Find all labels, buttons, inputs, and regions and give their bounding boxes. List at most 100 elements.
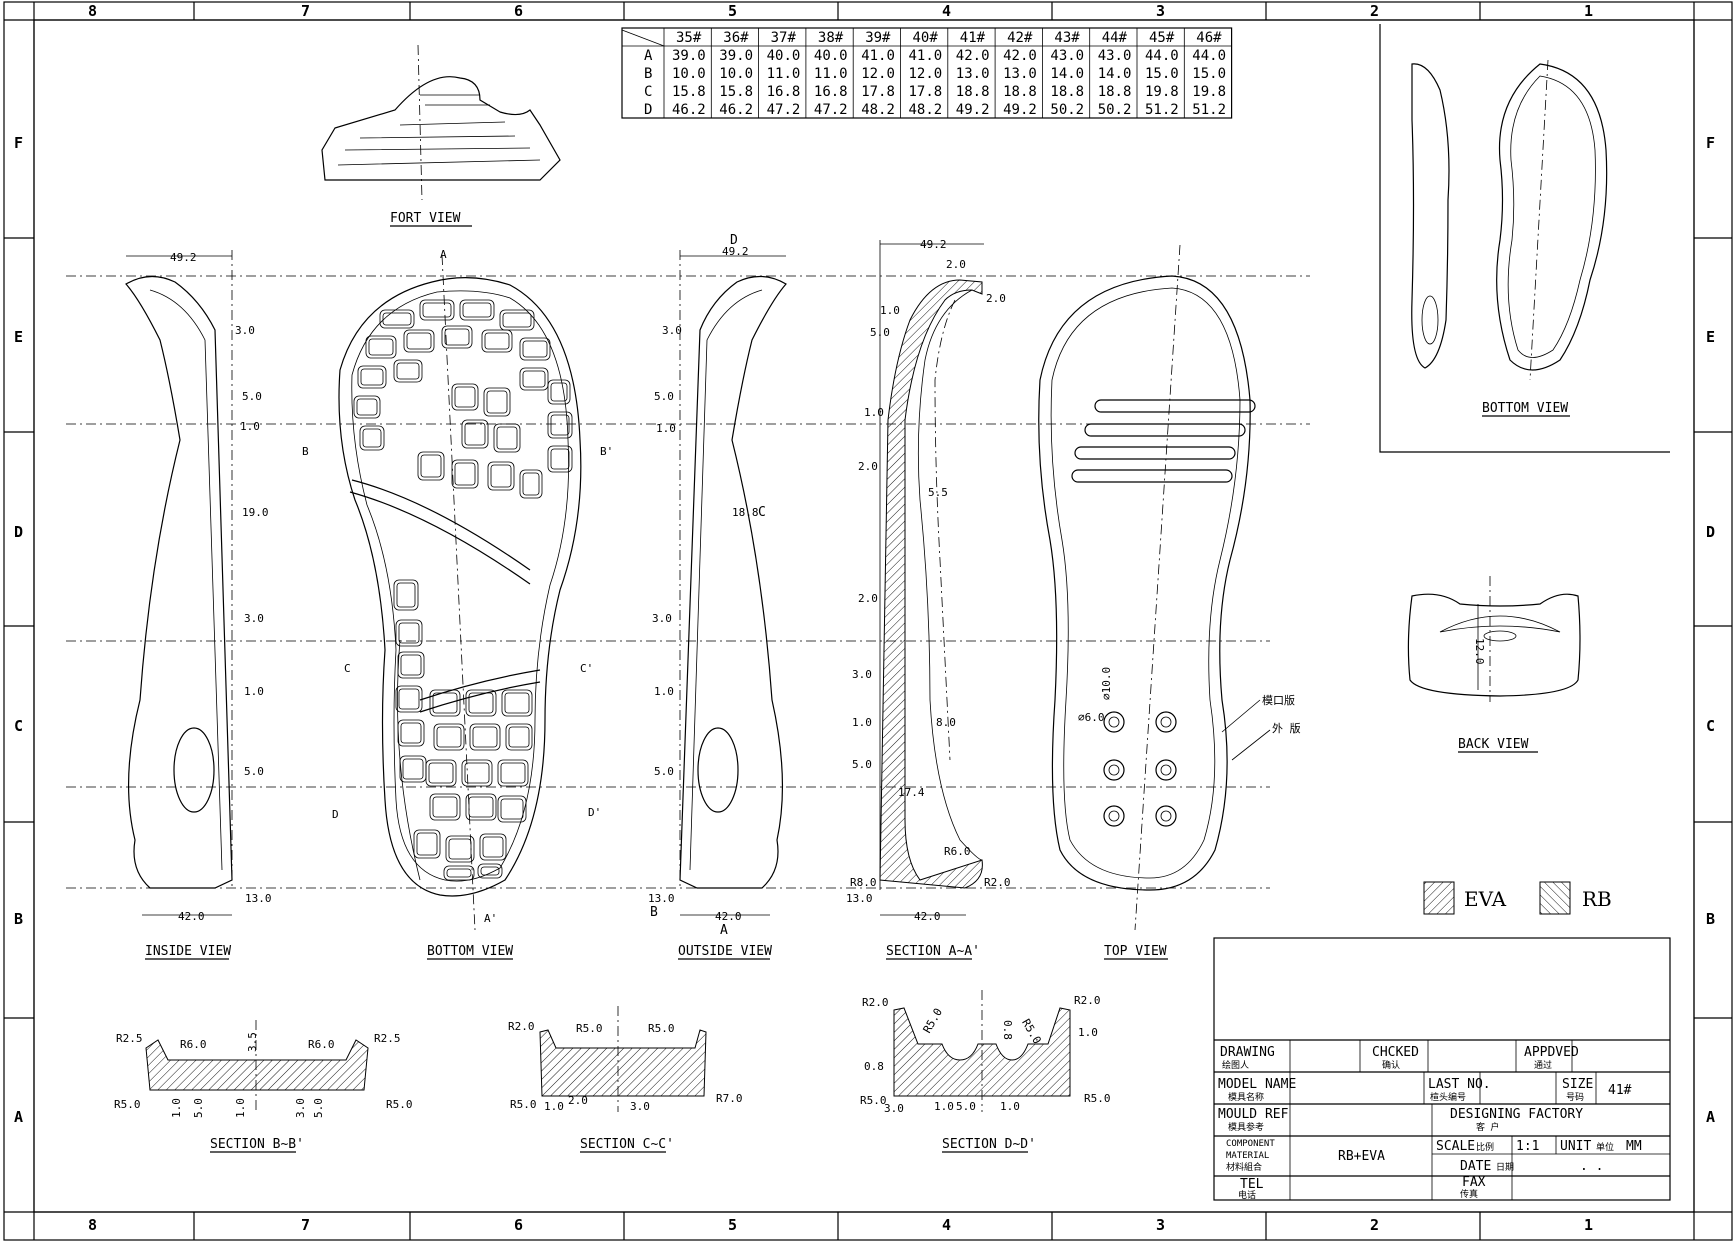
size-header: 45# [1149, 30, 1175, 46]
bottom-view-label: BOTTOM VIEW [427, 944, 513, 959]
zone-left-D: D [14, 523, 23, 541]
section-aa-top-dim: 49.2 [920, 238, 947, 251]
size-cell: 40.0 [767, 48, 801, 64]
size-cell: 41.0 [861, 48, 895, 64]
tb-date-cn: 日期 [1496, 1162, 1514, 1173]
size-cell: 46.2 [672, 102, 706, 118]
size-cell: 41.0 [909, 48, 943, 64]
size-cell: 10.0 [719, 66, 753, 82]
zone-bottom-3: 3 [1156, 1216, 1165, 1234]
size-header: 42# [1007, 30, 1033, 46]
size-cell: 39.0 [672, 48, 706, 64]
size-cell: 19.8 [1192, 84, 1226, 100]
size-cell: 47.2 [767, 102, 801, 118]
outside-top-dim: 49.2 [722, 245, 749, 258]
tread-pattern [349, 299, 573, 881]
size-cell: 10.0 [672, 66, 706, 82]
size-cell: 39.0 [719, 48, 753, 64]
sec-c-dim-8: R7.0 [716, 1092, 743, 1105]
hole [1103, 805, 1125, 827]
size-cell: 40.0 [814, 48, 848, 64]
tb-date-value: . . [1580, 1159, 1603, 1174]
zone-top-1: 1 [1584, 2, 1593, 20]
size-cell: 15.8 [719, 84, 753, 100]
hole-dia2-label: ⌀10.0 [1100, 667, 1113, 700]
sec-aa-dim-14: R6.0 [944, 845, 971, 858]
size-cell: 48.2 [861, 102, 895, 118]
hole [1155, 711, 1177, 733]
sec-d-dim-11: 5.0 [956, 1100, 976, 1113]
marker-A-prime: A' [484, 912, 497, 925]
section-aa-heel-dim: 13.0 [846, 892, 873, 905]
size-cell: 50.2 [1050, 102, 1084, 118]
zone-bottom-6: 6 [514, 1216, 523, 1234]
zone-labels: 8 7 6 5 4 3 2 1 8 7 6 5 4 3 2 1 F E D C … [14, 2, 1715, 1234]
tb-drawing: DRAWING [1220, 1045, 1275, 1060]
row-label: B [644, 66, 652, 82]
sec-aa-dim-13: 17.4 [898, 786, 925, 799]
size-cell: 44.0 [1192, 48, 1226, 64]
sec-c-dim-6: 2.0 [568, 1094, 588, 1107]
row-label: A [644, 48, 653, 64]
top-view: ⌀6.0 ⌀10.0 模口版 外 版 TOP VIEW [1038, 244, 1301, 960]
sec-b-dim-10: 3.0 [294, 1098, 307, 1118]
sec-aa-dim-3: 1.0 [880, 304, 900, 317]
sec-b-dim-7: 1.0 [170, 1098, 183, 1118]
hole [1103, 711, 1125, 733]
tb-unit-value: MM [1626, 1139, 1642, 1154]
size-header: 38# [818, 30, 844, 46]
size-cell: 48.2 [909, 102, 943, 118]
size-cell: 15.0 [1145, 66, 1179, 82]
inside-top-dim: 49.2 [170, 251, 197, 264]
sec-d-dim-1: R2.0 [862, 996, 889, 1009]
sec-b-dim-12: R5.0 [386, 1098, 413, 1111]
inside-dim-2: 5.0 [242, 390, 262, 403]
size-cell: 11.0 [814, 66, 848, 82]
marker-C-outside: C [758, 505, 766, 520]
eva-swatch [1423, 881, 1455, 915]
size-cell: 12.0 [861, 66, 895, 82]
sec-b-dim-9: 1.0 [234, 1098, 247, 1118]
sec-aa-dim-16: R2.0 [984, 876, 1011, 889]
marker-D: D [332, 808, 339, 821]
inside-view-label: INSIDE VIEW [145, 944, 231, 959]
tb-unit: UNIT [1560, 1139, 1591, 1154]
tb-scale-cn: 比例 [1476, 1141, 1494, 1153]
zone-bottom-8: 8 [88, 1216, 97, 1234]
title-block: DRAWING 绘图人 CHCKED 确认 APPDVED 通过 MODEL N… [1213, 937, 1671, 1201]
row-label: D [644, 102, 652, 118]
rb-label: RB [1582, 887, 1612, 911]
tb-material: MATERIAL [1226, 1151, 1269, 1161]
tb-last-no-cn: 楦头编号 [1430, 1091, 1466, 1103]
sec-c-dim-3: R5.0 [648, 1022, 675, 1035]
outside-heel-dim: 13.0 [648, 892, 675, 905]
size-cell: 17.8 [909, 84, 943, 100]
sec-aa-dim-4: 5.0 [870, 326, 890, 339]
sec-aa-dim-5: 1.0 [864, 406, 884, 419]
sec-aa-dim-15: R8.0 [850, 876, 877, 889]
size-header: 41# [960, 30, 986, 46]
size-header: 37# [771, 30, 797, 46]
marker-A: A [440, 248, 447, 261]
sec-c-dim-2: R5.0 [576, 1022, 603, 1035]
section-aa-label: SECTION A~A' [886, 944, 980, 959]
tb-drawing-cn: 绘图人 [1222, 1059, 1249, 1071]
sec-aa-dim-8: 2.0 [858, 592, 878, 605]
sec-b-dim-3: 3.5 [246, 1032, 259, 1052]
tb-checked: CHCKED [1372, 1045, 1419, 1060]
zone-left-F: F [14, 134, 23, 152]
sec-aa-dim-10: 1.0 [852, 716, 872, 729]
tb-tel-cn: 电话 [1238, 1189, 1256, 1201]
sec-c-dim-5: 1.0 [544, 1100, 564, 1113]
size-header: 35# [676, 30, 702, 46]
size-cell: 42.0 [1003, 48, 1037, 64]
front-view: FORT VIEW [321, 44, 561, 227]
zone-right-E: E [1706, 328, 1715, 346]
sec-b-dim-1: R2.5 [116, 1032, 143, 1045]
size-header: 43# [1054, 30, 1080, 46]
sec-d-dim-13: R5.0 [1084, 1092, 1111, 1105]
sec-aa-dim-7: 5.5 [928, 486, 948, 499]
sec-c-dim-1: R2.0 [508, 1020, 535, 1033]
tb-tel: TEL [1240, 1177, 1264, 1192]
